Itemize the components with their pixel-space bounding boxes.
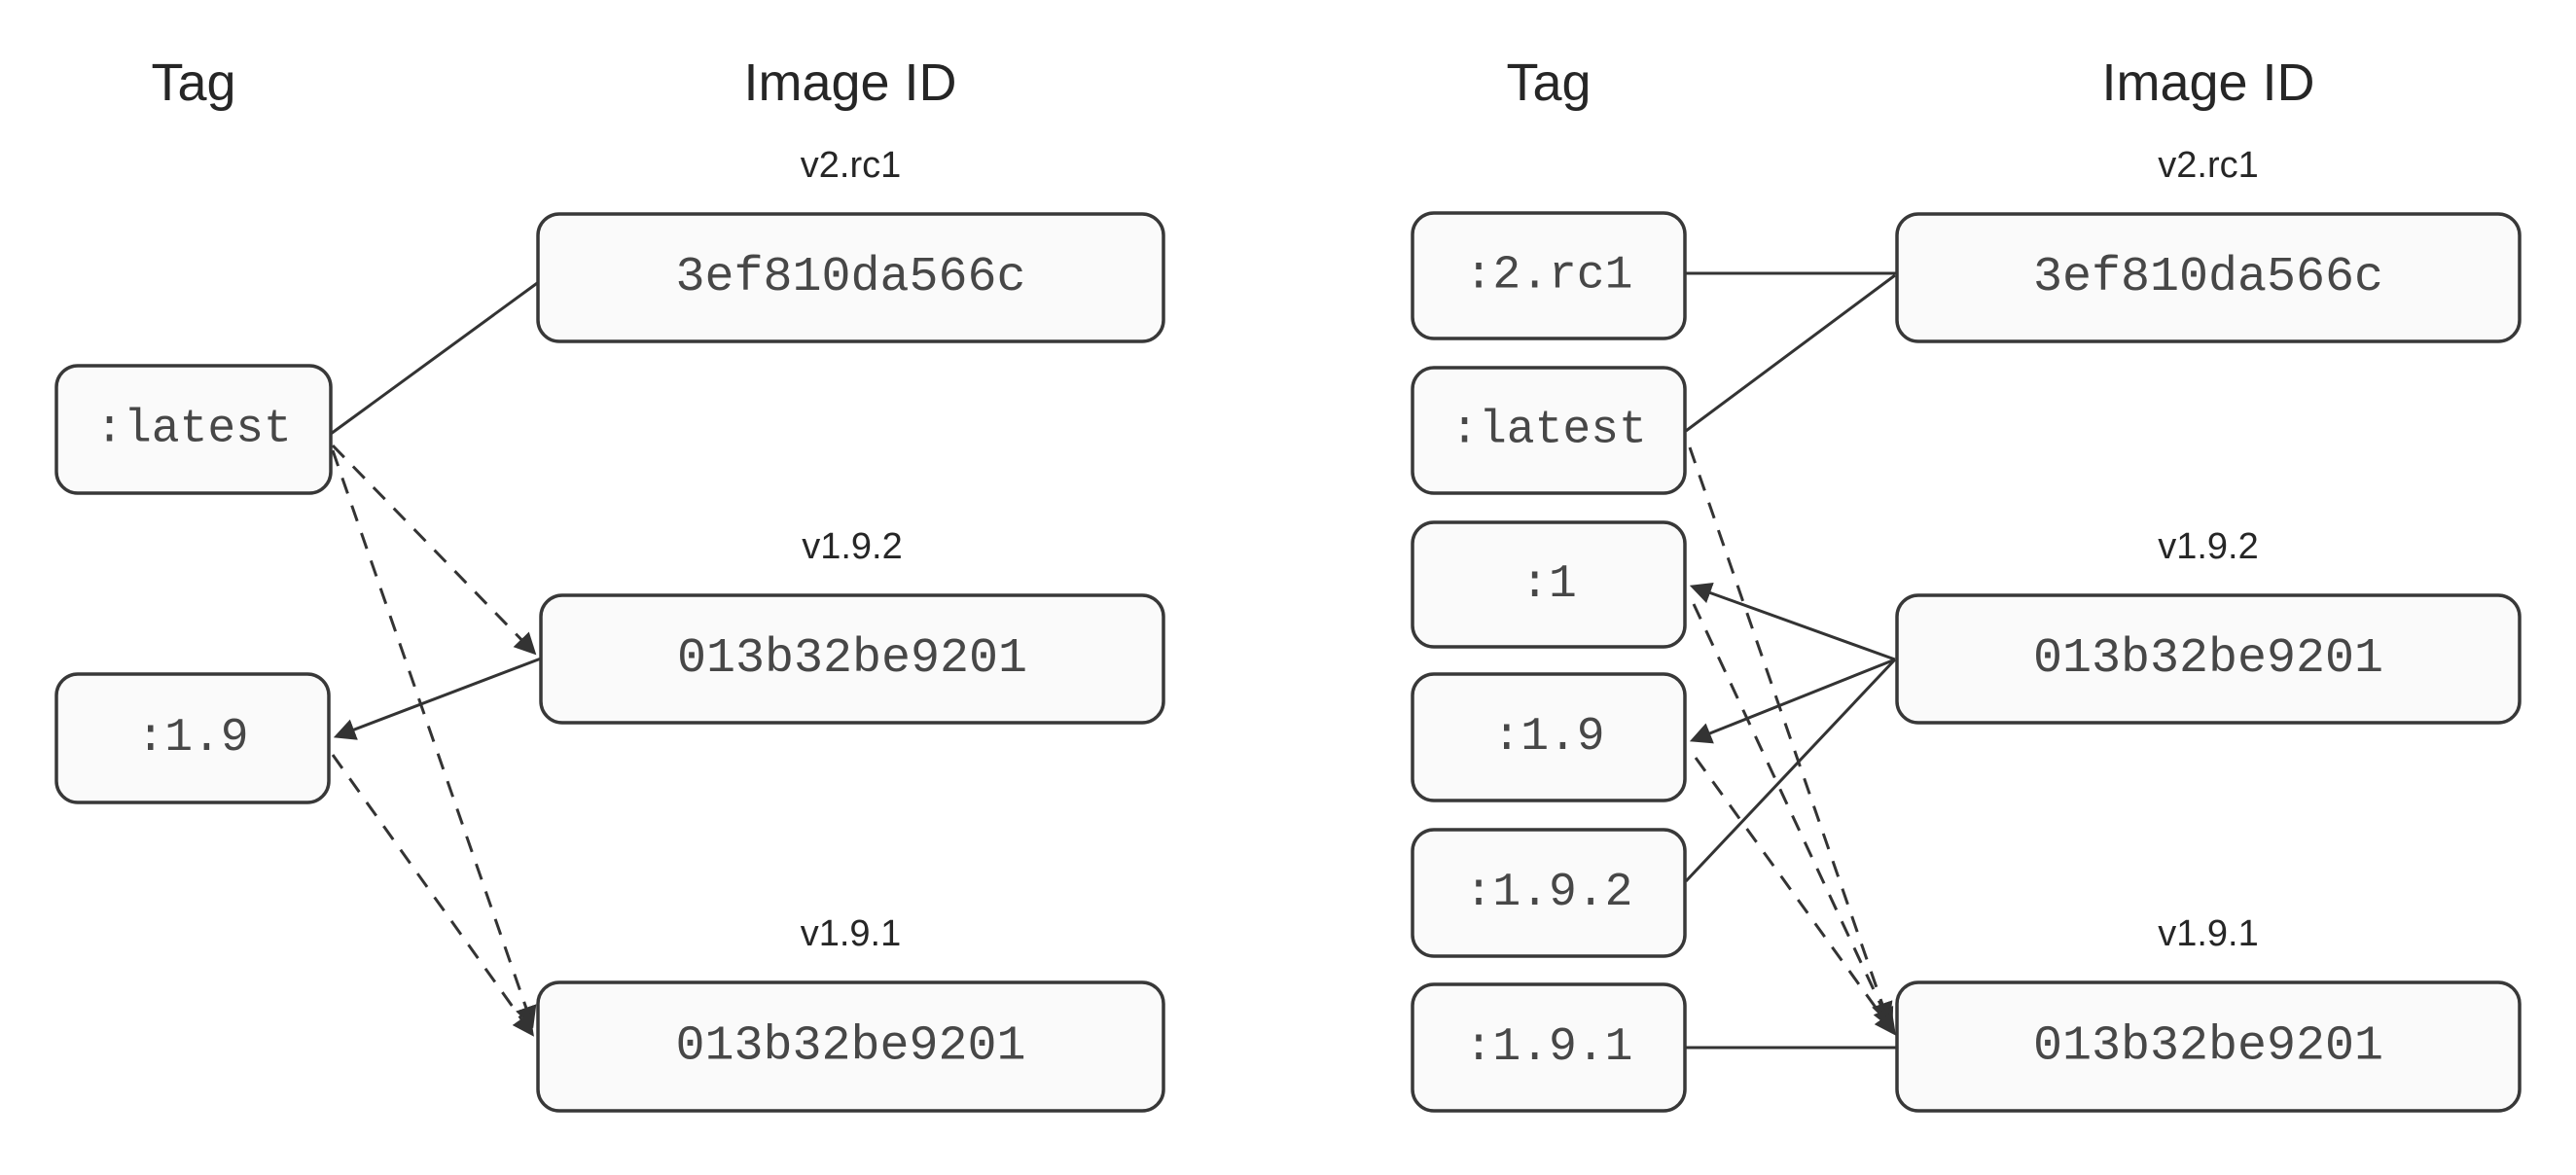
tag-node-box-2.rc1 (1411, 211, 1687, 340)
column-header-tag-left: Tag (151, 53, 235, 112)
edge-latest-to-v2.rc1-solid (330, 279, 541, 436)
image-node-v1.9.1: v1.9.1 013b32be9201 (1895, 913, 2522, 1113)
tag-node-1.9: :1.9 (1411, 672, 1687, 802)
tag-node-box-1.9 (54, 672, 331, 804)
tag-node-label-latest: :latest (1450, 405, 1647, 457)
tag-node-label-1.9: :1.9 (1492, 711, 1604, 764)
image-node-label-v2.rc1: 3ef810da566c (2033, 250, 2383, 305)
image-node-v1.9.2: v1.9.2 013b32be9201 (539, 526, 1165, 725)
image-node-box-v1.9.1 (1895, 980, 2522, 1113)
edge-latest-to-v1.9.2-dashed (331, 444, 537, 656)
image-node-v1.9.1: v1.9.1 013b32be9201 (536, 913, 1165, 1113)
image-node-label-v2.rc1: 3ef810da566c (675, 250, 1025, 305)
version-label-v2.rc1: v2.rc1 (2158, 145, 2258, 186)
tag-node-1.9: :1.9 (54, 672, 331, 804)
nodes-layer-right: :2.rc1 :latest :1 :1.9 :1.9.2 :1.9.1 v2.rc1 3ef… (1411, 145, 2522, 1113)
tag-node-label-1: :1 (1521, 558, 1577, 611)
version-label-v1.9.1: v1.9.1 (2158, 913, 2259, 954)
image-node-box-v2.rc1 (536, 212, 1165, 343)
tag-node-label-2.rc1: :2.rc1 (1465, 250, 1633, 303)
edge-latest-to-v2.rc1-solid (1685, 273, 1896, 433)
edge-1.9-to-v1.9.1-dashed (331, 754, 534, 1037)
tag-node-box-1.9.2 (1411, 828, 1687, 958)
edge-1.9-to-v1.9.1-dashed (1694, 757, 1896, 1036)
image-node-v2.rc1: v2.rc1 3ef810da566c (536, 145, 1165, 343)
image-node-v1.9.2: v1.9.2 013b32be9201 (1895, 526, 2522, 725)
tag-node-1: :1 (1411, 520, 1687, 649)
edge-latest-to-v1.9.1-dashed (1688, 446, 1893, 1025)
tag-node-label-1.9.2: :1.9.2 (1465, 867, 1633, 919)
tag-node-latest: :latest (1411, 366, 1687, 495)
edge-1-to-v1.9.1-dashed (1692, 603, 1894, 1031)
version-label-v1.9.2: v1.9.2 (2158, 526, 2259, 567)
edge-v1.9.2-to-1.9-solid (1689, 658, 1896, 744)
edge-v1.9.2-to-1-solid (1689, 582, 1896, 661)
tag-node-label-1.9: :1.9 (136, 712, 248, 765)
tag-node-1.9.1: :1.9.1 (1411, 982, 1687, 1113)
tag-node-box-1.9.1 (1411, 982, 1687, 1113)
tag-node-box-latest (54, 364, 333, 495)
tag-node-box-1 (1411, 520, 1687, 649)
edges-layer-right (1684, 271, 1897, 1050)
tag-node-label-1.9.1: :1.9.1 (1465, 1021, 1633, 1074)
edge-1.9.2-to-v1.9.2-solid (1684, 658, 1897, 883)
image-node-box-v1.9.2 (1895, 593, 2522, 725)
version-label-v1.9.2: v1.9.2 (802, 526, 903, 567)
column-header-tag-right: Tag (1506, 53, 1591, 112)
image-node-box-v1.9.1 (536, 980, 1165, 1113)
nodes-layer-left: :latest :1.9 v2.rc1 3ef810da566c v1.9.2 013b3… (54, 145, 1165, 1113)
image-node-label-v1.9.1: 013b32be9201 (675, 1019, 1025, 1075)
version-label-v1.9.1: v1.9.1 (801, 913, 902, 954)
image-node-box-v2.rc1 (1895, 212, 2522, 343)
image-node-label-v1.9.2: 013b32be9201 (677, 631, 1027, 687)
version-label-v2.rc1: v2.rc1 (801, 145, 901, 186)
image-node-label-v1.9.2: 013b32be9201 (2033, 631, 2383, 687)
tag-node-1.9.2: :1.9.2 (1411, 828, 1687, 958)
edges-layer-left (330, 279, 542, 1037)
tag-node-2.rc1: :2.rc1 (1411, 211, 1687, 340)
column-header-image-id-right: Image ID (2101, 53, 2314, 112)
column-header-image-id-left: Image ID (743, 53, 956, 112)
edge-latest-to-v1.9.1-dashed (331, 449, 537, 1029)
tag-node-box-1.9 (1411, 672, 1687, 802)
edge-v1.9.2-to-1.9-solid (333, 657, 542, 740)
tag-node-label-latest: :latest (95, 404, 292, 456)
image-node-label-v1.9.1: 013b32be9201 (2033, 1019, 2383, 1075)
tag-node-box-latest (1411, 366, 1687, 495)
image-node-v2.rc1: v2.rc1 3ef810da566c (1895, 145, 2522, 343)
tag-node-latest: :latest (54, 364, 333, 495)
image-node-box-v1.9.2 (539, 593, 1165, 725)
